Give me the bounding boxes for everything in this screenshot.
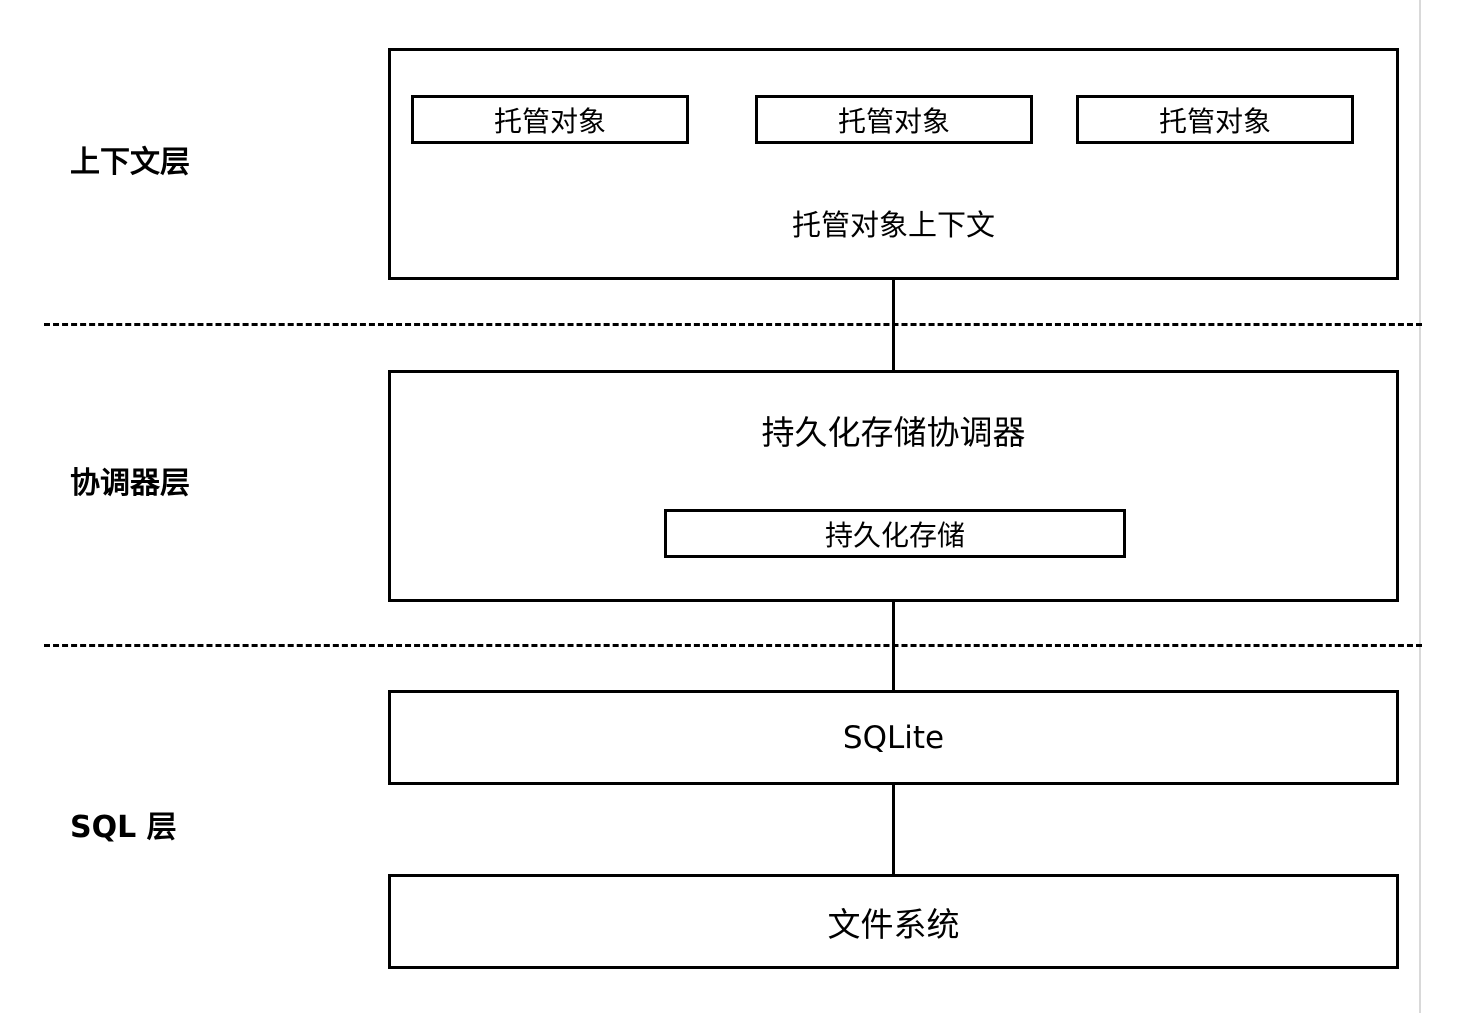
managed-object-context-label: 托管对象上下文 (791, 208, 995, 242)
managed-object-label-1: 托管对象 (493, 104, 606, 138)
sqlite-label: SQLite (842, 719, 945, 756)
connector-store-to-sqlite (892, 554, 895, 692)
managed-object-label-2: 托管对象 (837, 104, 950, 138)
sqlite-box: SQLite (388, 690, 1399, 785)
persistent-store-coordinator-box: 持久化存储协调器 持久化存储 (388, 370, 1399, 602)
context-layer-label: 上下文层 (70, 145, 190, 180)
layer-divider-bottom (44, 644, 1422, 647)
right-edge-rule (1419, 0, 1421, 1013)
connector-sqlite-to-filesystem (892, 783, 895, 875)
managed-object-box-3: 托管对象 (1076, 95, 1354, 144)
persistent-store-label: 持久化存储 (824, 518, 965, 552)
managed-object-label-3: 托管对象 (1158, 104, 1271, 138)
persistent-store-coordinator-label: 持久化存储协调器 (761, 413, 1026, 452)
managed-object-context-box: 托管对象 托管对象 托管对象 托管对象上下文 (388, 48, 1399, 280)
managed-object-box-2: 托管对象 (755, 95, 1033, 144)
file-system-box: 文件系统 (388, 874, 1399, 969)
connector-context-to-coordinator (892, 279, 895, 371)
managed-object-box-1: 托管对象 (411, 95, 689, 144)
file-system-label: 文件系统 (827, 904, 960, 944)
coordinator-layer-label: 协调器层 (70, 466, 190, 501)
persistent-store-box: 持久化存储 (664, 509, 1126, 558)
layer-divider-top (44, 323, 1422, 326)
sql-layer-label: SQL 层 (70, 810, 177, 845)
